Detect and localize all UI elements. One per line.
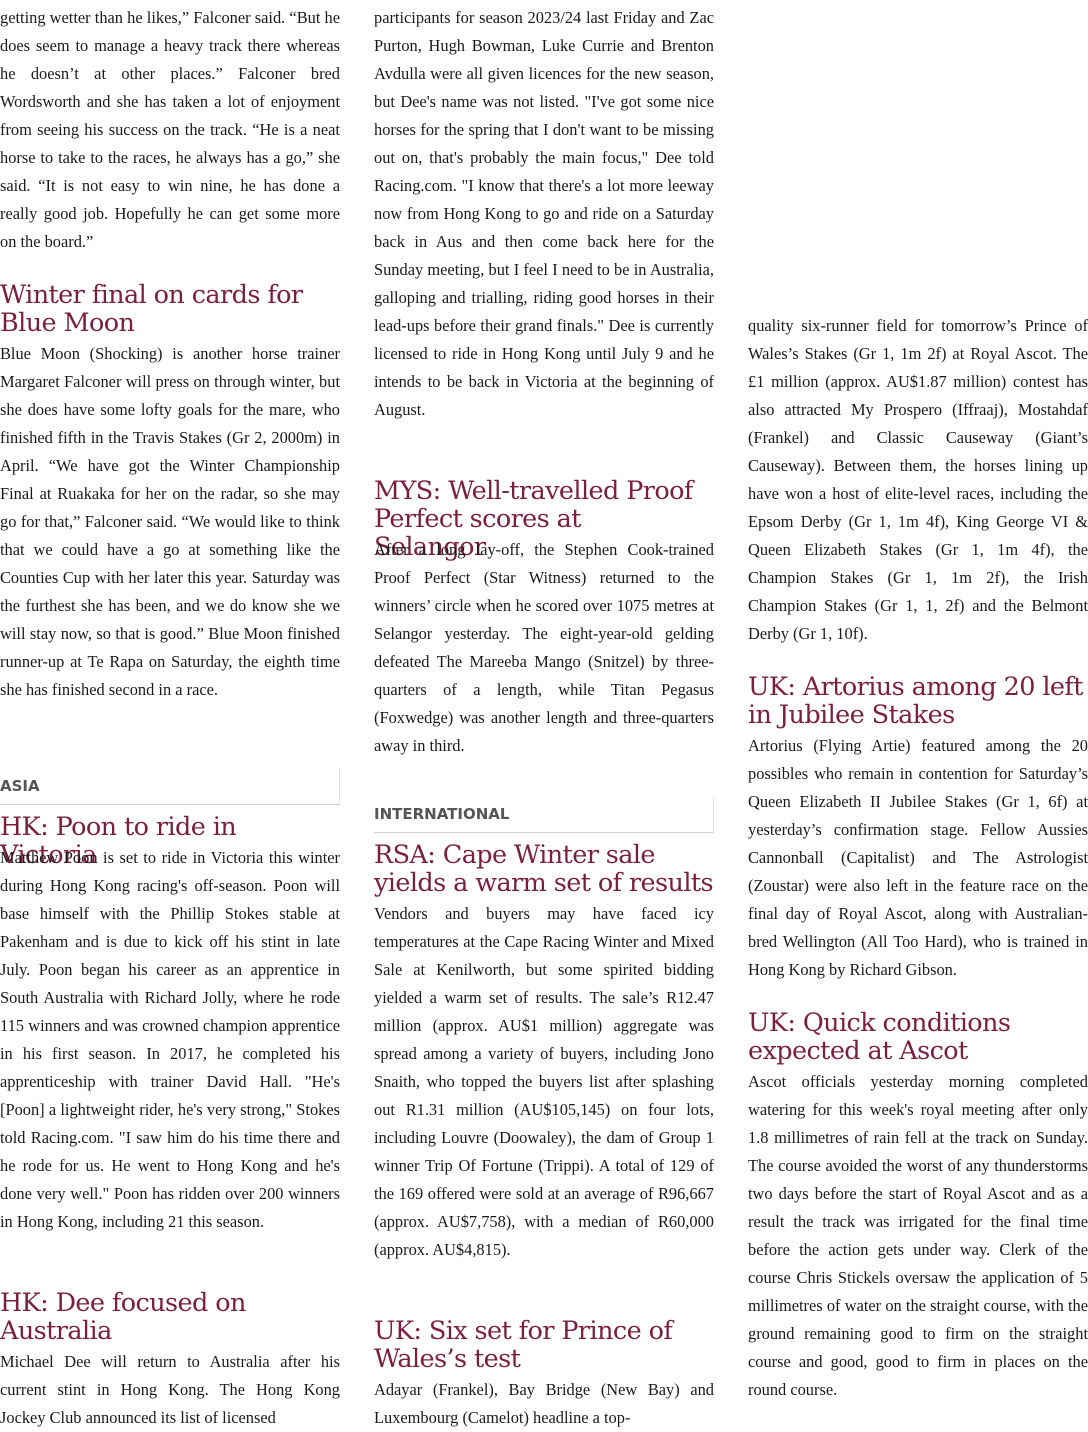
section-label-international: INTERNATIONAL — [374, 796, 714, 833]
article-body-poon: Matthew Poon is set to ride in Victoria … — [0, 848, 340, 1231]
headline-artorius: UK: Artorius among 20 left in Jubilee St… — [748, 672, 1083, 730]
headline-cape-winter-sale: RSA: Cape Winter sale yields a warm set … — [374, 840, 714, 898]
section-label-asia: ASIA — [0, 768, 340, 805]
headline-poon: HK: Poon to ride in Victoria — [0, 812, 237, 870]
headline-prince-of-wales: UK: Six set for Prince of Wales’s test — [374, 1316, 673, 1374]
headline-blue-moon: Winter final on cards for Blue Moon — [0, 280, 303, 338]
article-body-dee: Michael Dee will return to Australia aft… — [0, 1352, 340, 1427]
article-body-cape-winter-sale: Vendors and buyers may have faced icy te… — [374, 904, 714, 1259]
continued-text: quality six-runner field for tomorrow’s … — [748, 316, 1088, 643]
article-body-artorius: Artorius (Flying Artie) featured among t… — [748, 736, 1088, 979]
article-body-prince-of-wales: Adayar (Frankel), Bay Bridge (New Bay) a… — [374, 1380, 714, 1427]
continued-text: getting wetter than he likes,” Falconer … — [0, 8, 340, 251]
headline-ascot-conditions: UK: Quick conditions expected at Ascot — [748, 1008, 1011, 1066]
article-body-proof-perfect: After a long lay-off, the Stephen Cook-t… — [374, 540, 714, 755]
headline-proof-perfect: MYS: Well-travelled Proof Perfect scores… — [374, 476, 693, 562]
continued-text: participants for season 2023/24 last Fri… — [374, 8, 714, 419]
article-body-blue-moon: Blue Moon (Shocking) is another horse tr… — [0, 344, 340, 699]
article-body-ascot-conditions: Ascot officials yesterday morning comple… — [748, 1072, 1088, 1399]
headline-dee: HK: Dee focused on Australia — [0, 1288, 246, 1346]
